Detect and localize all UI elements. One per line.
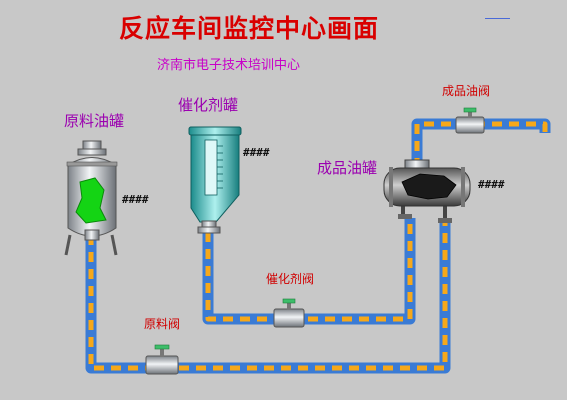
product-oil-level: [401, 173, 457, 200]
pipe-catalyst-line: [202, 218, 416, 325]
raw-oil-valve[interactable]: [145, 344, 179, 375]
catalyst-tank-label: 催化剂罐: [178, 96, 239, 114]
raw-oil-tank-label: 原料油罐: [64, 112, 125, 130]
catalyst-valve-label: 催化剂阀: [266, 272, 315, 286]
raw-oil-tank-readout: ####: [122, 193, 149, 206]
page-title: 反应车间监控中心画面: [119, 14, 380, 43]
raw-oil-valve-label: 原料阀: [144, 317, 181, 331]
corner-dash: [485, 18, 510, 19]
raw-oil-tank[interactable]: [64, 140, 118, 256]
catalyst-level-gauge: [204, 139, 218, 196]
catalyst-valve[interactable]: [273, 298, 305, 328]
product-valve[interactable]: [455, 107, 485, 134]
pipe-raw-oil-line: [85, 222, 451, 374]
product-tank-label: 成品油罐: [317, 159, 378, 177]
product-tank[interactable]: [383, 159, 471, 223]
page-subtitle: 济南市电子技术培训中心: [157, 58, 301, 73]
catalyst-tank[interactable]: [188, 126, 242, 234]
pipe-catalyst-flow: [205, 218, 413, 322]
raw-oil-level: [75, 177, 107, 224]
product-valve-label: 成品油阀: [442, 84, 491, 98]
product-tank-readout: ####: [478, 178, 505, 191]
pipe-raw-oil-flow: [88, 222, 448, 371]
catalyst-tank-readout: ####: [243, 146, 270, 159]
